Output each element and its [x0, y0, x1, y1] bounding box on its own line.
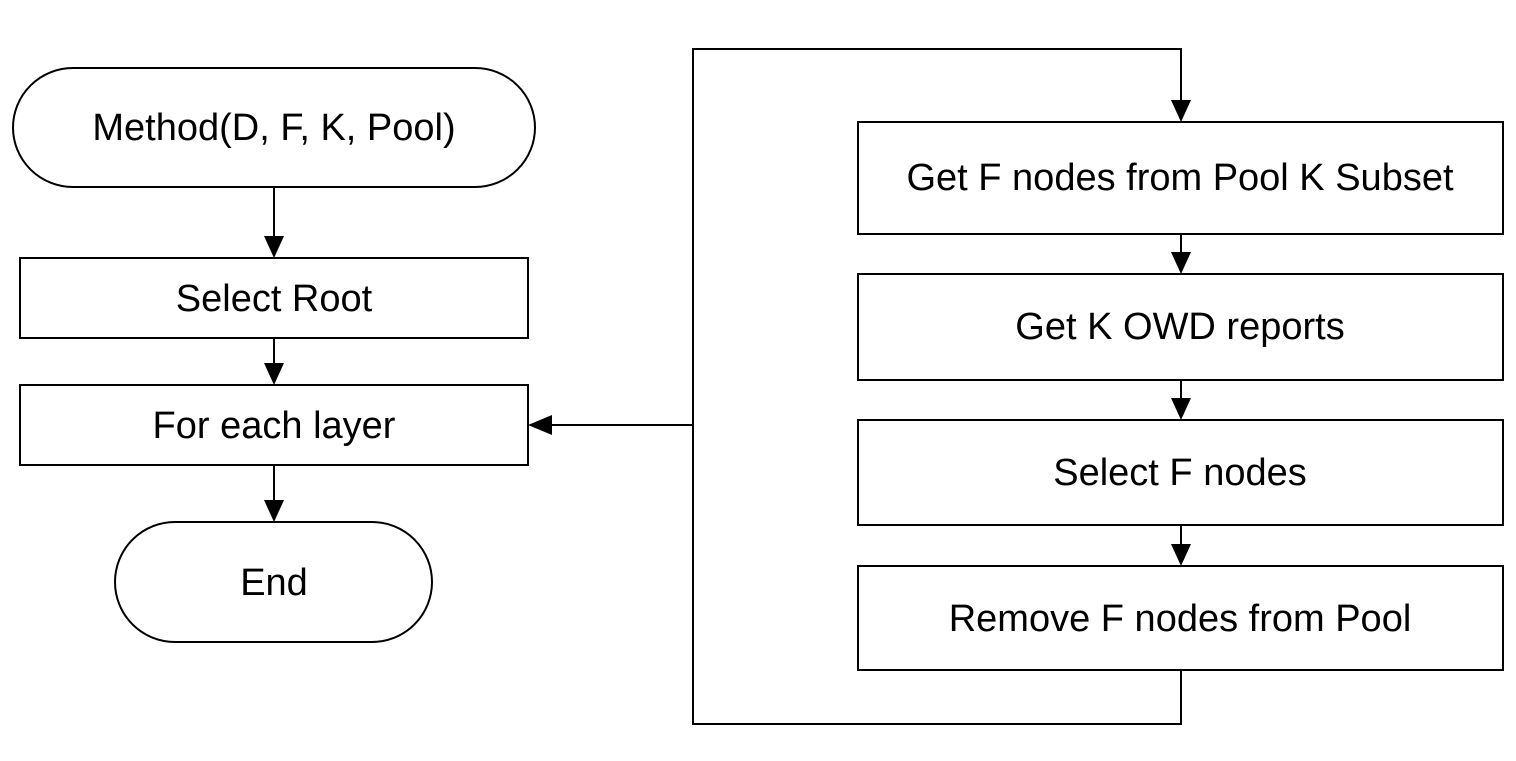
for-each-layer-box: For each layer [19, 384, 529, 466]
arrow-select-f-to-remove-f [1171, 525, 1191, 566]
start-node: Method(D, F, K, Pool) [12, 67, 536, 188]
select-root-box: Select Root [19, 257, 529, 339]
start-node-label: Method(D, F, K, Pool) [92, 107, 455, 149]
for-each-layer-label: For each layer [153, 405, 396, 447]
select-f-nodes-label: Select F nodes [1053, 452, 1306, 494]
arrow-for-each-to-end [264, 465, 284, 522]
arrow-loop-to-for-each [528, 415, 693, 435]
arrow-get-f-to-get-k [1171, 234, 1191, 274]
get-f-nodes-label: Get F nodes from Pool K Subset [906, 157, 1453, 199]
arrow-start-to-select-root [264, 187, 284, 258]
arrow-get-k-to-select-f [1171, 380, 1191, 420]
end-node: End [114, 521, 433, 643]
end-node-label: End [240, 562, 308, 604]
get-k-owd-label: Get K OWD reports [1015, 306, 1344, 348]
remove-f-nodes-box: Remove F nodes from Pool [857, 565, 1504, 671]
select-root-label: Select Root [176, 278, 373, 320]
select-f-nodes-box: Select F nodes [857, 419, 1504, 526]
remove-f-nodes-label: Remove F nodes from Pool [949, 598, 1412, 640]
loop-connector [692, 48, 1191, 725]
arrow-select-root-to-for-each [264, 338, 284, 385]
get-k-owd-box: Get K OWD reports [857, 273, 1504, 381]
get-f-nodes-box: Get F nodes from Pool K Subset [857, 121, 1504, 235]
